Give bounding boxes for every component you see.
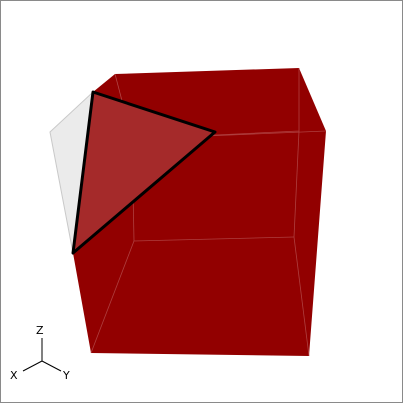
axes-gizmo [22, 338, 62, 372]
x-axis-line [22, 360, 43, 372]
y-axis-line [41, 360, 62, 372]
y-axis-label: Y [62, 369, 70, 382]
x-axis-label: X [10, 369, 18, 382]
section-triangle[interactable] [71, 90, 217, 255]
z-axis-label: Z [36, 324, 44, 337]
